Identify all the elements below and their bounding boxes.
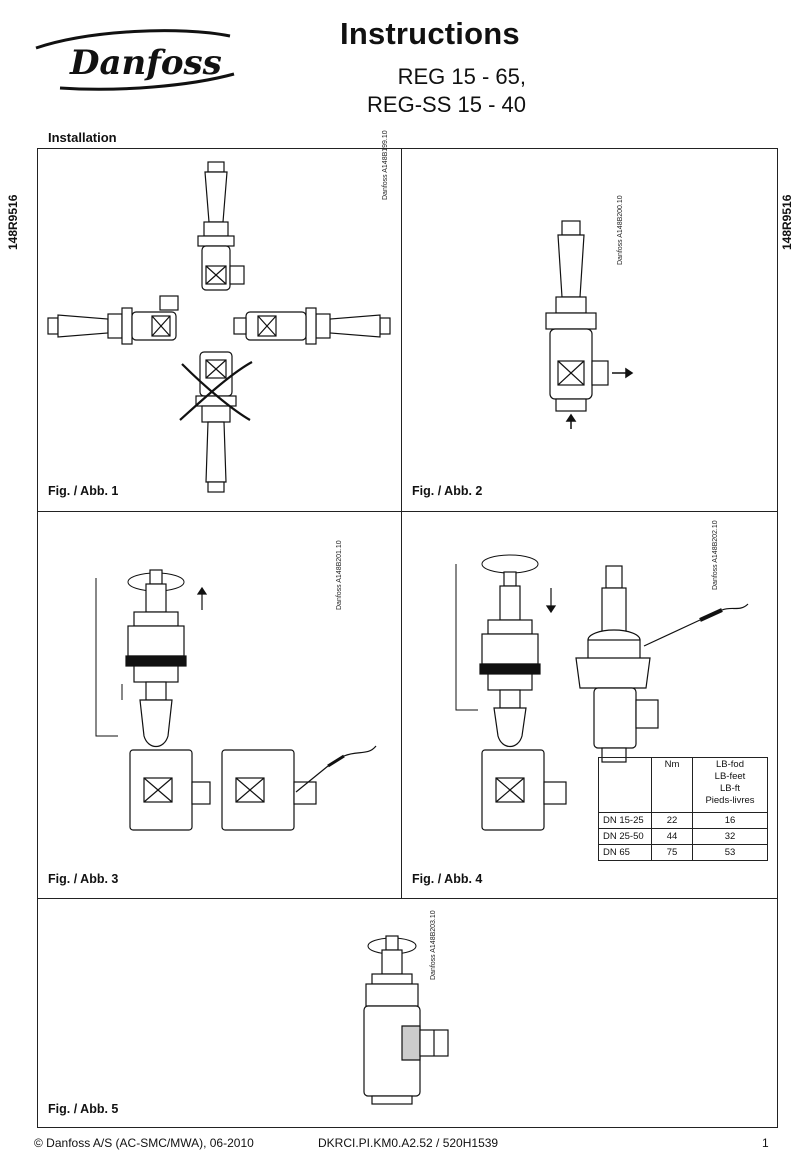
fig2-label: Fig. / Abb. 2 [412, 484, 483, 498]
header-lb-feet: LB-feet [714, 771, 746, 782]
table-cell: DN 25-50 [598, 828, 652, 845]
table-cell: 22 [651, 812, 693, 829]
fig5-code: Danfoss A148B203.10 [430, 910, 437, 980]
footer-copyright: © Danfoss A/S (AC-SMC/MWA), 06-2010 [34, 1136, 254, 1150]
footer-doc-code: DKRCI.PI.KM0.A2.52 / 520H1539 [318, 1136, 499, 1150]
footer-page-number: 1 [762, 1136, 769, 1150]
figure-frame [37, 148, 778, 1128]
table-cell: DN 65 [598, 844, 652, 861]
fig1-code: Danfoss A148B199.10 [382, 130, 389, 200]
fig3-label: Fig. / Abb. 3 [48, 872, 119, 886]
table-cell: 53 [692, 844, 768, 861]
table-row: DN 65 75 53 [598, 844, 768, 861]
fig1-label: Fig. / Abb. 1 [48, 484, 119, 498]
table-row: Nm LB-fod LB-feet LB-ft Pieds-livres [598, 757, 768, 813]
fig5-label: Fig. / Abb. 5 [48, 1102, 119, 1116]
table-header-cell [598, 757, 652, 813]
fig1-drawing [47, 161, 391, 493]
table-cell: 44 [651, 828, 693, 845]
table-cell: 32 [692, 828, 768, 845]
logo-wordmark: Danfoss [69, 43, 222, 83]
table-row: DN 25-50 44 32 [598, 828, 768, 845]
document-subtitle-2: REG-SS 15 - 40 [367, 92, 526, 117]
table-header-cell: Nm [651, 757, 693, 813]
section-heading: Installation [48, 130, 117, 145]
table-cell: 16 [692, 812, 768, 829]
document-subtitle-1: REG 15 - 65, [397, 64, 526, 89]
fig4-code: Danfoss A148B202.10 [712, 520, 719, 590]
side-code-left: 148R9516 [6, 194, 20, 250]
grid-divider-1 [37, 511, 778, 512]
header-pieds-livres: Pieds-livres [705, 795, 755, 806]
table-cell: 75 [651, 844, 693, 861]
table-cell: DN 15-25 [598, 812, 652, 829]
header-lb-ft: LB-ft [719, 783, 741, 794]
fig3-drawing [95, 569, 377, 831]
fig2-drawing [545, 220, 634, 429]
side-code-right: 148R9516 [780, 194, 794, 250]
fig3-code: Danfoss A148B201.10 [336, 540, 343, 610]
fig5-drawing [363, 935, 449, 1105]
table-row: DN 15-25 22 16 [598, 812, 768, 829]
grid-divider-2 [37, 898, 778, 899]
fig4-label: Fig. / Abb. 4 [412, 872, 483, 886]
document-title: Instructions [340, 16, 520, 51]
table-header-cell: LB-fod LB-feet LB-ft Pieds-livres [692, 757, 768, 813]
fig4-drawing [455, 554, 749, 831]
fig2-code: Danfoss A148B200.10 [617, 195, 624, 265]
torque-table: Nm LB-fod LB-feet LB-ft Pieds-livres DN … [598, 757, 768, 861]
header-lb-fod: LB-fod [716, 759, 744, 770]
grid-divider-vertical [401, 148, 402, 899]
danfoss-logo: Danfoss [35, 29, 235, 91]
